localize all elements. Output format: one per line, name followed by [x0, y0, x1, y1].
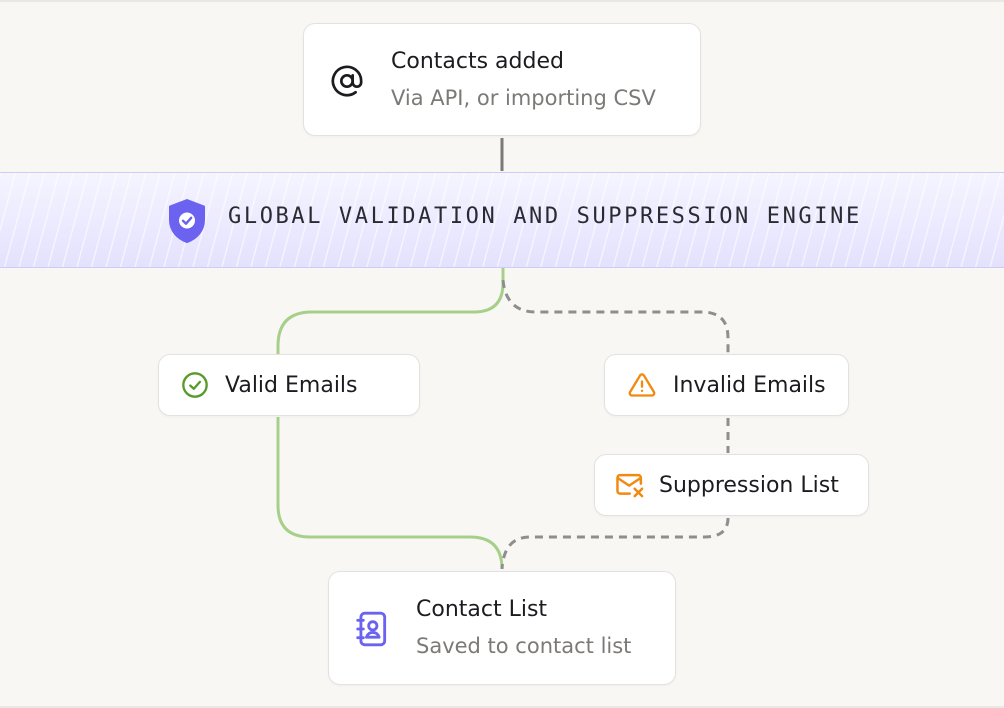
invalid-emails-label: Invalid Emails — [673, 372, 826, 398]
valid-path-top-connector — [276, 268, 505, 354]
suppression-list-card: Suppression List — [594, 454, 869, 516]
suppression-to-contact-list-connector — [500, 517, 730, 570]
contacts-added-subtitle: Via API, or importing CSV — [391, 86, 656, 110]
contacts-added-card: Contacts added Via API, or importing CSV — [303, 23, 701, 136]
shield-check-icon — [169, 199, 205, 243]
contact-list-card: Contact List Saved to contact list — [328, 571, 676, 685]
invalid-path-top-connector — [501, 279, 730, 353]
mail-x-icon — [616, 473, 644, 498]
warning-triangle-icon — [628, 373, 656, 397]
engine-label: GLOBAL VALIDATION AND SUPPRESSION ENGINE — [228, 204, 862, 229]
validation-engine-band: GLOBAL VALIDATION AND SUPPRESSION ENGINE — [0, 172, 1004, 268]
at-sign-icon — [331, 65, 363, 97]
contact-book-icon — [356, 611, 387, 647]
valid-emails-card: Valid Emails — [158, 354, 420, 416]
check-circle-icon — [182, 372, 208, 398]
contact-list-title: Contact List — [416, 597, 548, 622]
valid-path-bottom-connector — [276, 417, 504, 570]
bottom-divider — [0, 706, 1004, 708]
valid-emails-label: Valid Emails — [225, 372, 358, 398]
suppression-list-label: Suppression List — [659, 472, 839, 498]
invalid-emails-card: Invalid Emails — [604, 354, 849, 416]
contacts-added-title: Contacts added — [391, 49, 564, 74]
top-divider — [0, 0, 1004, 2]
contact-list-subtitle: Saved to contact list — [416, 634, 632, 658]
